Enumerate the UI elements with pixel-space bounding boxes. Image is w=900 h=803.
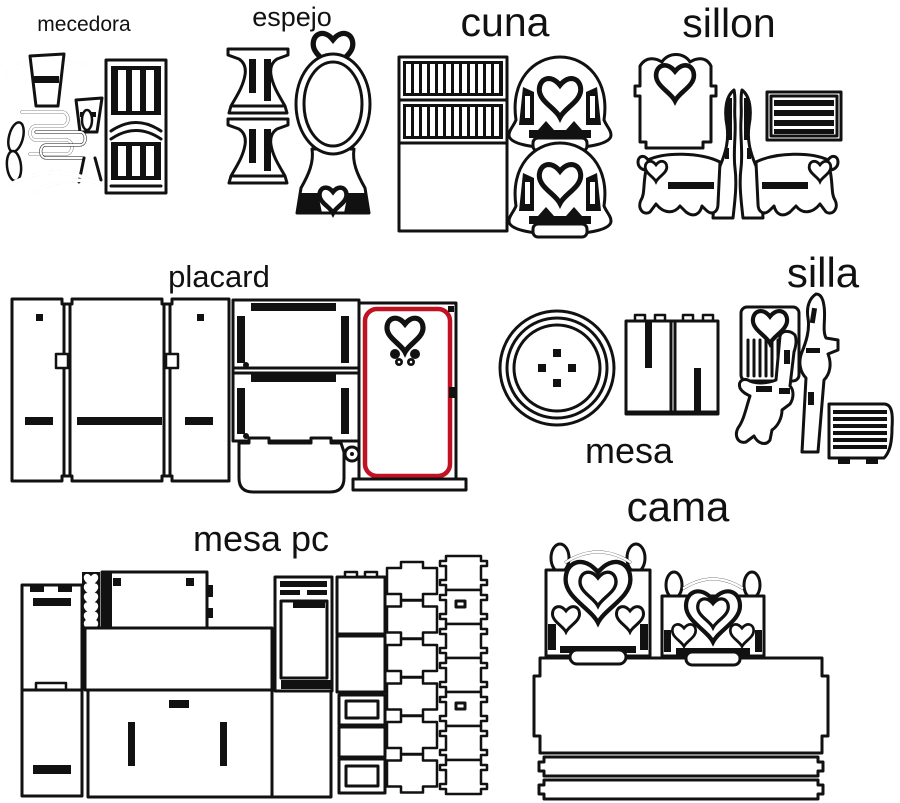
- wardrobe-carcass-panel: [10, 297, 231, 483]
- sillon-group: sillon: [633, 0, 843, 220]
- desk-side-panels: [20, 583, 84, 798]
- crib-slatted-rails: [397, 55, 509, 233]
- hearts-trim-strip: [82, 572, 100, 634]
- door-knob-slot: [449, 387, 455, 398]
- chair-striped-seat: [827, 402, 894, 464]
- mirror-frame-piece: [294, 33, 372, 213]
- crib-end-boards: [509, 57, 611, 237]
- mirror-stand-pieces: [226, 47, 290, 185]
- armchair-side-profiles: [711, 88, 765, 220]
- bed-headboard: [544, 542, 652, 666]
- mecedora-label: mecedora: [37, 13, 131, 36]
- monitor-panel: [273, 575, 334, 693]
- desk-front-panel: [86, 688, 274, 799]
- cuna-group: cuna: [397, 0, 611, 237]
- silla-label: silla: [787, 249, 860, 296]
- chair-side-profile: [734, 329, 798, 445]
- chair-side-profile-tall: [798, 292, 840, 454]
- wardrobe-shelf-panel: [231, 298, 361, 443]
- bed-base-panel: [532, 656, 830, 755]
- drawer-parts-column: [335, 570, 387, 795]
- espejo-group: espejo: [226, 2, 372, 213]
- crib-base-panel: [397, 141, 509, 233]
- cuna-label: cuna: [461, 0, 550, 45]
- wardrobe-knob-disc: [343, 445, 361, 463]
- table-leg-pair: [624, 313, 720, 416]
- bed-footboard: [660, 570, 766, 667]
- mesa-group: mesa: [498, 309, 720, 471]
- slatted-back-panel: [104, 58, 168, 195]
- notched-parts-column: [438, 554, 489, 796]
- silla-group: silla: [734, 249, 894, 464]
- espejo-label: espejo: [252, 2, 332, 32]
- wardrobe-heart-door: [357, 301, 458, 484]
- cama-group: cama: [532, 483, 830, 801]
- bed-side-strip: [537, 778, 825, 801]
- desk-right-side-panel: [270, 688, 333, 799]
- mesa-pc-group: mesa pc: [20, 518, 489, 799]
- wardrobe-drawer-front: [237, 436, 346, 494]
- table-round-top: [498, 309, 616, 427]
- cama-label: cama: [627, 483, 730, 530]
- rocking-chair-side-profiles: [2, 52, 121, 198]
- wardrobe-base-strip: [351, 477, 468, 492]
- mecedora-group: mecedora: [2, 13, 168, 198]
- sillon-label: sillon: [682, 0, 775, 46]
- armchair-slatted-seat: [765, 90, 843, 142]
- placard-group: placard: [10, 259, 468, 494]
- tabbed-parts-column: [385, 560, 439, 794]
- armchair-back-panel: [633, 53, 718, 150]
- armchair-scroll-bases: [636, 152, 840, 217]
- placard-label: placard: [168, 259, 270, 294]
- mesa-label: mesa: [585, 430, 674, 471]
- keyboard-shelf-panel: [100, 570, 213, 630]
- mesa-pc-label: mesa pc: [193, 518, 329, 559]
- desk-top-panel: [83, 626, 274, 692]
- bed-side-strip: [537, 755, 825, 778]
